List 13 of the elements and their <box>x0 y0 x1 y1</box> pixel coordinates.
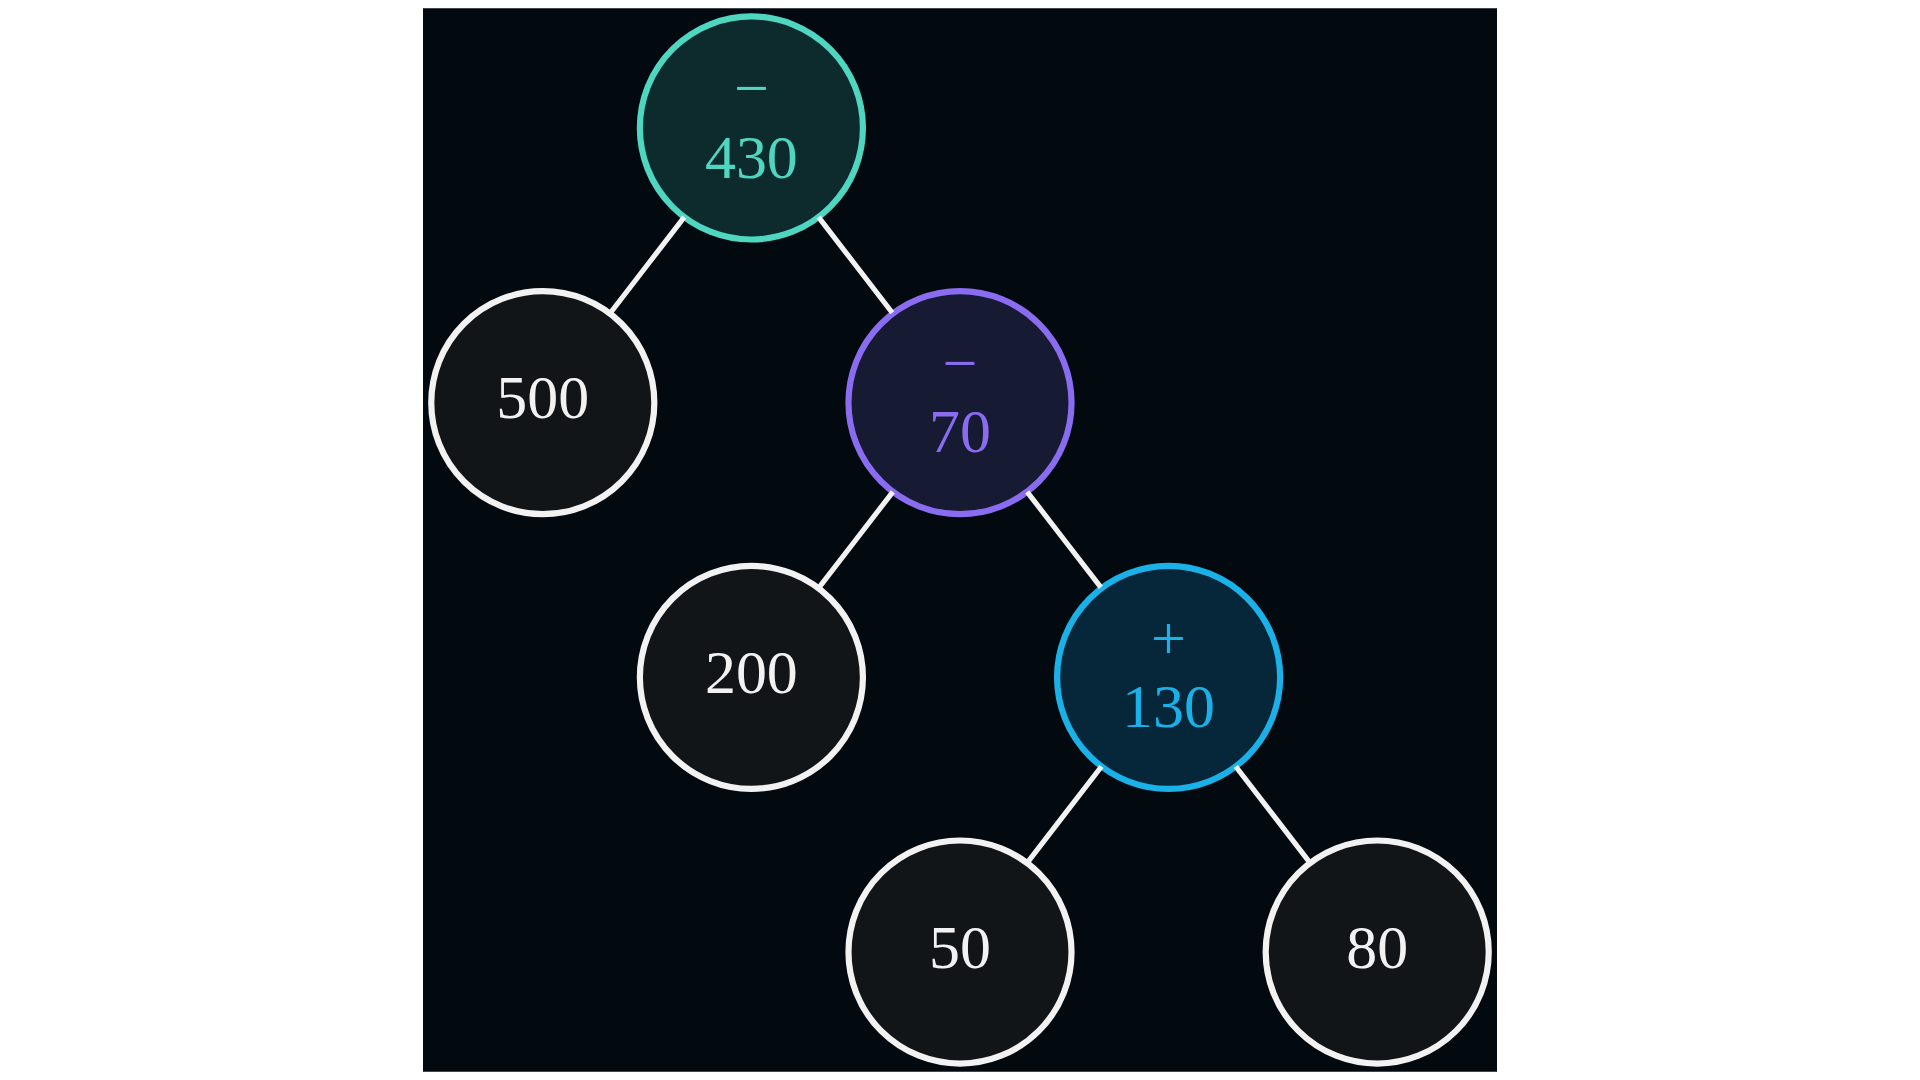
connector <box>1025 490 1103 589</box>
node-circle: 50 <box>845 837 1075 1067</box>
connector <box>1025 764 1104 864</box>
node-circle: 200 <box>636 562 867 792</box>
node-circle: + 130 <box>1053 562 1284 792</box>
node-circle: 500 <box>428 288 658 518</box>
connector <box>817 490 895 589</box>
node-circle: − 430 <box>636 13 867 243</box>
connector <box>608 215 687 315</box>
connector <box>1233 764 1312 864</box>
connector <box>816 215 895 315</box>
node-circle: − 70 <box>845 288 1075 518</box>
node-circle: 80 <box>1262 837 1492 1067</box>
